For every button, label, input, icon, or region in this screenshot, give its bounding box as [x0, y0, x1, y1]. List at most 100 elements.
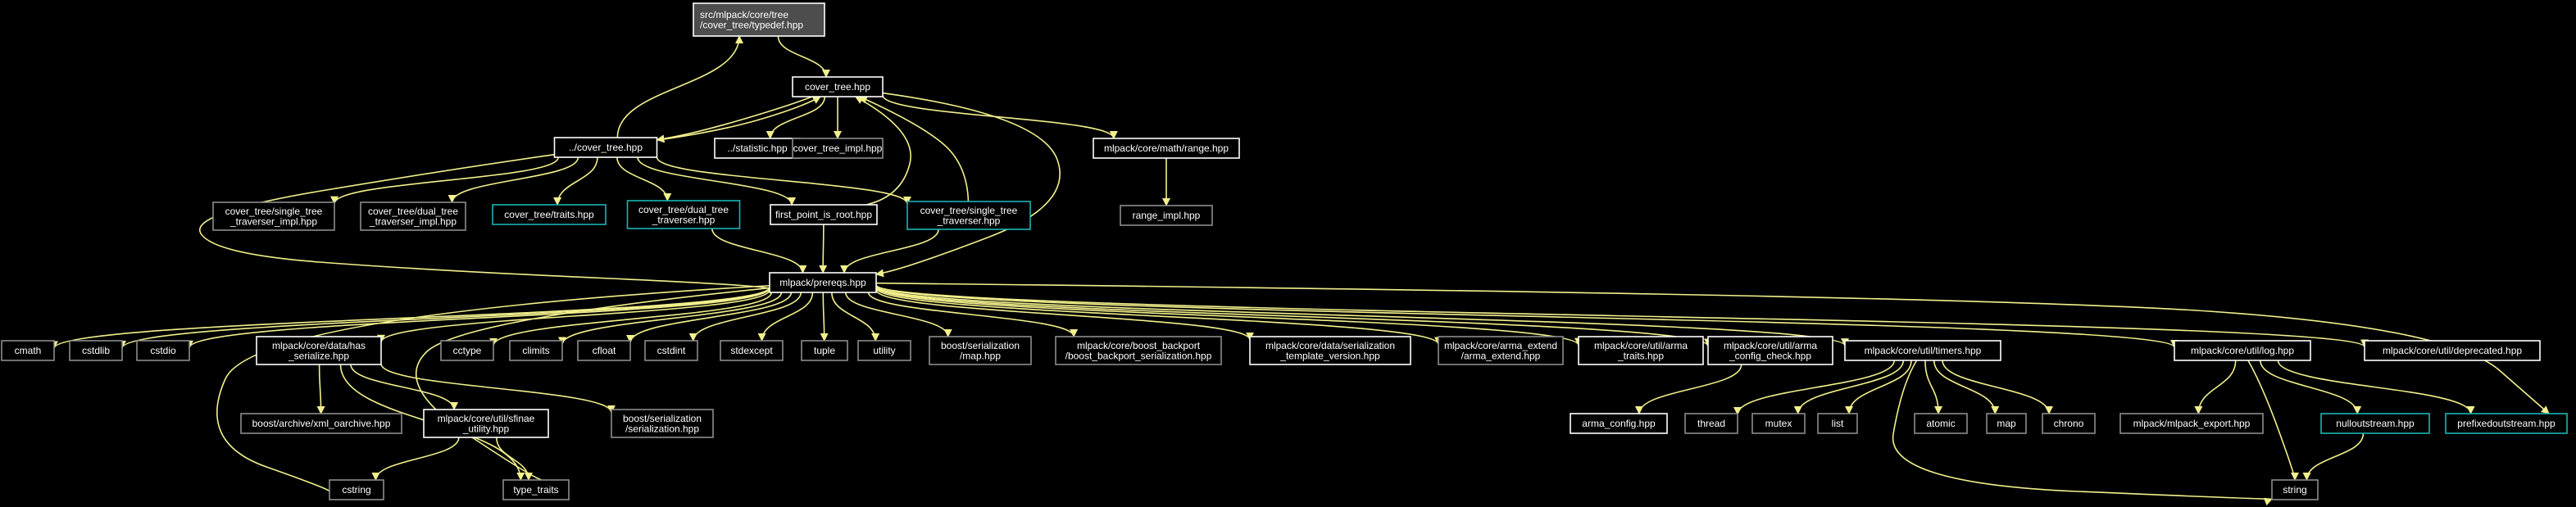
- edge-single_tree_traverser-to-cover_tree: [858, 96, 970, 202]
- edge-cover_tree_dotdot-to-first_point_is_root: [637, 156, 797, 206]
- node-range-impl[interactable]: range_impl.hpp: [1120, 205, 1213, 226]
- node-box: [329, 479, 384, 500]
- node-cstdint[interactable]: cstdint: [644, 340, 698, 361]
- node-arma-extend[interactable]: mlpack/core/arma_extend/arma_extend.hpp: [1438, 336, 1564, 365]
- node-nulloutstream[interactable]: nulloutstream.hpp: [2320, 413, 2430, 434]
- node-label: utility: [873, 345, 895, 356]
- node-label: range_impl.hpp: [1133, 210, 1201, 221]
- node-timers[interactable]: mlpack/core/util/timers.hpp: [1844, 340, 2001, 361]
- node-box: [1817, 413, 1858, 434]
- node-arma-traits[interactable]: mlpack/core/util/arma_traits.hpp: [1578, 336, 1704, 365]
- edge-timers-to-atomic: [1924, 360, 1943, 414]
- node-box: [2364, 340, 2541, 361]
- node-log[interactable]: mlpack/core/util/log.hpp: [2174, 340, 2311, 361]
- edge-sfinae_utility-to-cstring: [371, 437, 460, 481]
- edge-first_point_is_root-to-prereqs: [819, 224, 828, 274]
- node-cctype[interactable]: cctype: [440, 340, 494, 361]
- node-cstring[interactable]: cstring: [329, 479, 384, 500]
- node-box: [611, 409, 714, 438]
- node-deprecated[interactable]: mlpack/core/util/deprecated.hpp: [2364, 340, 2541, 361]
- node-label: cstdint: [657, 345, 686, 356]
- edge-cover_tree_dotdot-to-traits: [553, 156, 598, 206]
- node-traits[interactable]: cover_tree/traits.hpp: [492, 204, 607, 225]
- node-label: climits: [522, 345, 549, 356]
- node-label: mlpack/prereqs.hpp: [779, 277, 866, 288]
- node-label: mlpack/core/util/log.hpp: [2191, 345, 2294, 356]
- edge-cover_tree_dotdot-to-dual_tree_traverser_impl: [448, 156, 579, 203]
- node-utility[interactable]: utility: [857, 340, 911, 361]
- node-box: [2042, 413, 2096, 434]
- edge-prereqs-to-boost_ser_map: [844, 292, 952, 337]
- node-box: [2119, 413, 2264, 434]
- edge-single_tree_traverser-to-prereqs: [840, 229, 939, 274]
- node-sfinae-utility[interactable]: mlpack/core/util/sfinae_utility.hpp: [423, 409, 549, 438]
- node-arma-config-check[interactable]: mlpack/core/util/arma_config_check.hpp: [1707, 336, 1833, 365]
- node-cstdio[interactable]: cstdio: [136, 340, 190, 361]
- node-chrono[interactable]: chrono: [2042, 413, 2096, 434]
- node-label: cover_tree/single_tree: [920, 205, 1018, 216]
- node-template-version[interactable]: mlpack/core/data/serialization_template_…: [1249, 336, 1411, 365]
- node-prereqs[interactable]: mlpack/prereqs.hpp: [769, 272, 877, 293]
- node-box: [256, 336, 382, 365]
- node-range[interactable]: mlpack/core/math/range.hpp: [1093, 138, 1240, 159]
- node-box: [1684, 413, 1738, 434]
- node-mutex[interactable]: mutex: [1751, 413, 1806, 434]
- node-label: cover_tree.hpp: [805, 81, 870, 93]
- node-prefixedoutstream[interactable]: prefixedoutstream.hpp: [2445, 413, 2568, 434]
- edge-prereqs-to-cctype: [489, 292, 773, 346]
- node-dual-tree-traverser[interactable]: cover_tree/dual_tree_traverser.hpp: [626, 200, 741, 229]
- node-stdexcept[interactable]: stdexcept: [720, 340, 784, 361]
- node-single-tree-traverser-impl[interactable]: cover_tree/single_tree_traverser_impl.hp…: [212, 201, 335, 231]
- node-cfloat[interactable]: cfloat: [577, 340, 631, 361]
- edge-timers-to-chrono: [1942, 360, 2053, 414]
- node-single-tree-traverser[interactable]: cover_tree/single_tree_traverser.hpp: [906, 201, 1031, 230]
- node-box: [553, 137, 658, 158]
- node-thread[interactable]: thread: [1684, 413, 1738, 434]
- node-label: mlpack/core/util/deprecated.hpp: [2383, 345, 2522, 356]
- edge-prereqs-to-prefixedoutstream: [875, 282, 2550, 414]
- node-mlpack-export[interactable]: mlpack/mlpack_export.hpp: [2119, 413, 2264, 434]
- node-dual-tree-traverser-impl[interactable]: cover_tree/dual_tree_traverser_impl.hpp: [360, 201, 466, 231]
- node-arma-config[interactable]: arma_config.hpp: [1570, 413, 1668, 434]
- node-first-point-is-root[interactable]: first_point_is_root.hpp: [770, 204, 878, 225]
- node-label: cstring: [342, 484, 370, 496]
- edge-arma_config_check-to-arma_config: [1634, 364, 1742, 414]
- node-label: list: [1832, 418, 1844, 429]
- node-cover-tree[interactable]: cover_tree.hpp: [792, 76, 884, 97]
- node-cover-tree-dotdot[interactable]: ../cover_tree.hpp: [553, 137, 658, 158]
- node-label: /cover_tree/typedef.hpp: [700, 19, 803, 30]
- node-box: [1707, 336, 1833, 365]
- node-label: cover_tree_impl.hpp: [793, 143, 883, 154]
- node-has-serialize[interactable]: mlpack/core/data/has_serialize.hpp: [256, 336, 382, 365]
- node-cmath[interactable]: cmath: [1, 340, 55, 361]
- node-box: [1438, 336, 1564, 365]
- node-statistic[interactable]: ../statistic.hpp: [714, 138, 801, 159]
- node-map[interactable]: map: [1986, 413, 2027, 434]
- edge-prereqs-to-cstdio: [185, 287, 770, 349]
- node-label: mlpack/mlpack_export.hpp: [2133, 418, 2251, 429]
- node-boost-serialization[interactable]: boost/serialization/serialization.hpp: [611, 409, 714, 438]
- node-climits[interactable]: climits: [509, 340, 563, 361]
- node-cstdlib[interactable]: cstdlib: [69, 340, 123, 361]
- edge-prereqs-to-has_serialize: [377, 289, 770, 343]
- edge-prereqs-to-timers: [875, 285, 1849, 347]
- node-boost-ser-map[interactable]: boost/serialization/map.hpp: [929, 336, 1032, 365]
- edge-prereqs-to-arma_config_check: [875, 285, 1712, 347]
- node-box: [857, 340, 911, 361]
- edge-timers-to-list: [1845, 360, 1912, 414]
- node-string[interactable]: string: [2271, 479, 2319, 500]
- node-type-traits[interactable]: type_traits: [502, 479, 570, 500]
- node-atomic[interactable]: atomic: [1914, 413, 1968, 434]
- node-xml-oarchive[interactable]: boost/archive/xml_oarchive.hpp: [240, 413, 402, 434]
- edge-sfinae_utility-to-type_traits: [496, 437, 533, 481]
- node-label: ../statistic.hpp: [727, 143, 788, 154]
- node-cover-tree-impl[interactable]: cover_tree_impl.hpp: [792, 138, 884, 159]
- edge-log-to-prefixedoutstream: [2277, 360, 2475, 414]
- edge-prereqs-to-arma_extend: [875, 287, 1442, 346]
- node-tuple[interactable]: tuple: [801, 340, 848, 361]
- node-label: cover_tree/dual_tree: [638, 204, 729, 215]
- node-list[interactable]: list: [1817, 413, 1858, 434]
- node-boost-backport[interactable]: mlpack/core/boost_backport/boost_backpor…: [1055, 336, 1222, 365]
- node-label: _config_check.hpp: [1729, 350, 1811, 361]
